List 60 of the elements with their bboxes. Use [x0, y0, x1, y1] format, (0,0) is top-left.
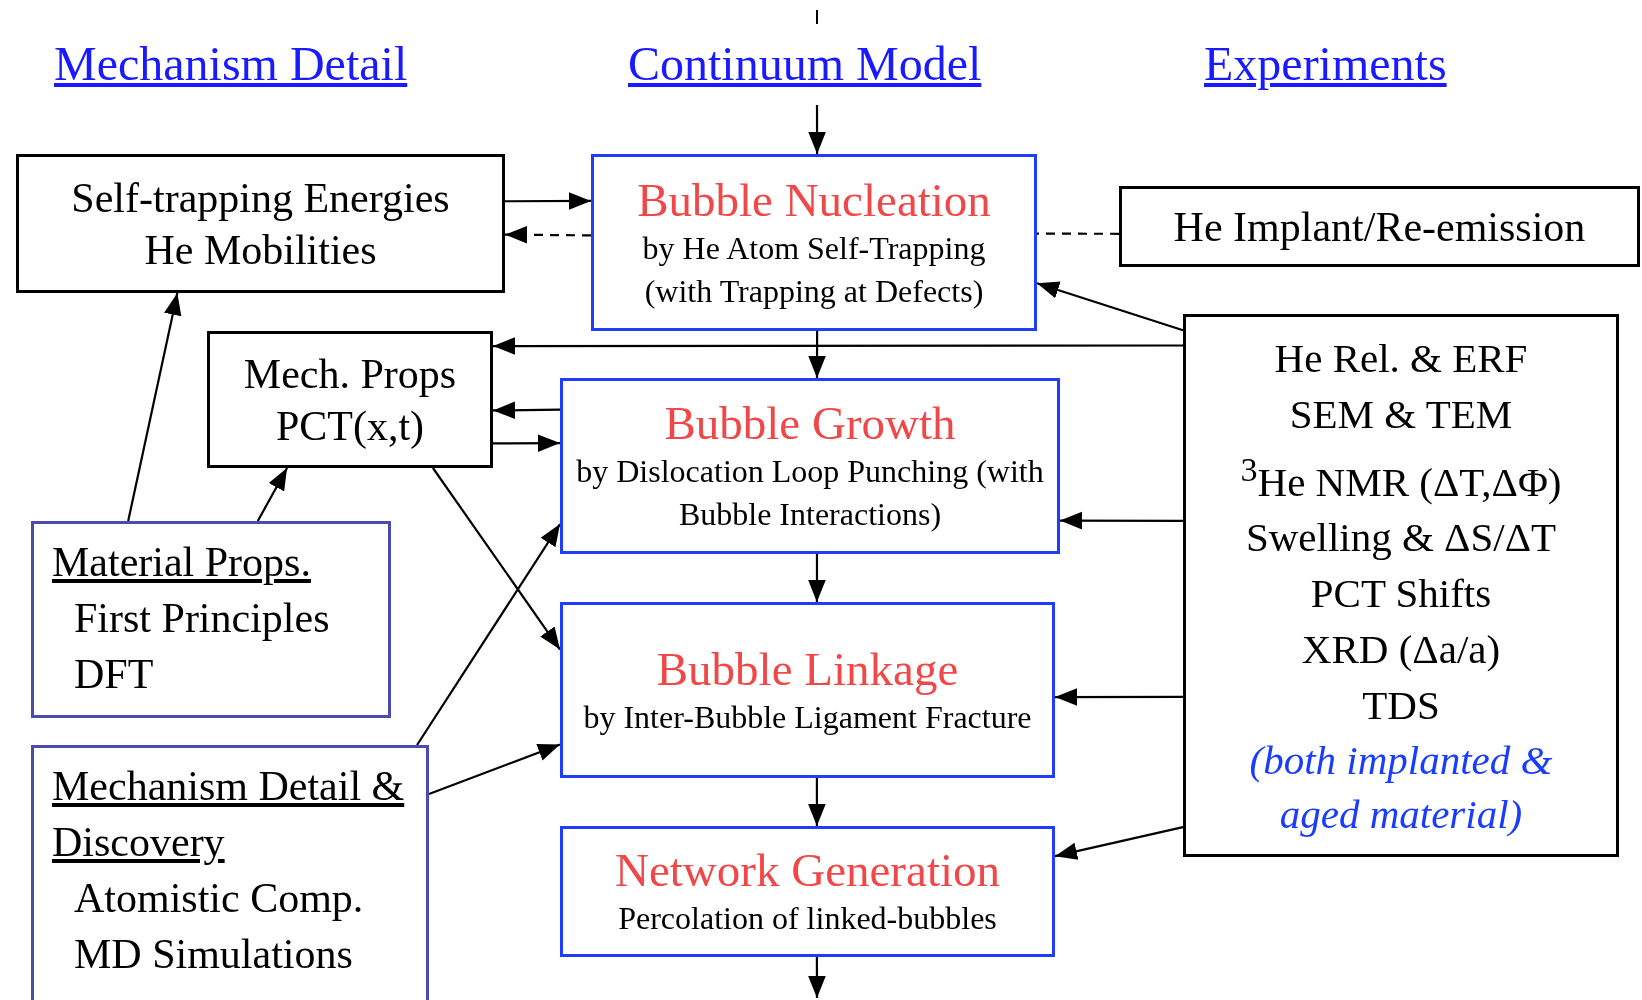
box-description: by Dislocation Loop Punching (with Bubble Interactions): [575, 452, 1045, 534]
box-text: DFT: [73, 650, 154, 699]
text-box: [1119, 186, 1640, 267]
column-heading: Mechanism Detail: [54, 36, 408, 91]
box-description: by Inter-Bubble Ligament Fracture: [582, 697, 1033, 737]
arrow: [808, 957, 826, 998]
box-text: MD Simulations: [73, 930, 353, 979]
text-box: [207, 331, 493, 468]
box-text: Self-trapping Energies: [71, 173, 450, 223]
method-box: [31, 745, 429, 1000]
process-box: [560, 602, 1055, 778]
arrow: [808, 331, 826, 378]
arrow: [493, 337, 1183, 355]
method-box: [31, 521, 391, 718]
box-text: Atomistic Comp.: [73, 874, 364, 923]
box-text: XRD (Δa/a): [1301, 625, 1501, 675]
arrow: [127, 292, 182, 522]
arrow: [808, 778, 826, 826]
box-text: (both implanted & aged material): [1248, 736, 1554, 840]
process-box: [591, 154, 1037, 331]
box-description: by He Atom Self-Trapping (with Trapping at Defects): [641, 228, 987, 311]
box-text: First Principles: [73, 594, 330, 643]
arrow: [1055, 688, 1183, 706]
box-text: PCT(x,t): [275, 401, 425, 451]
arrow: [1060, 511, 1183, 530]
arrow: [505, 192, 591, 210]
arrow: [428, 743, 561, 796]
connector-line: [1037, 232, 1119, 235]
box-text: PCT Shifts: [1310, 569, 1492, 619]
box-text: TDS: [1362, 681, 1440, 731]
process-box: [560, 826, 1055, 957]
arrow: [808, 554, 826, 602]
text-box: [16, 154, 505, 293]
box-title: Network Generation: [615, 843, 1000, 897]
text-box: [1183, 314, 1619, 857]
column-heading: Experiments: [1204, 36, 1447, 91]
box-text: He Rel. & ERF: [1274, 333, 1528, 383]
box-text: He Implant/Re-emission: [1173, 202, 1586, 252]
arrow: [493, 401, 560, 419]
box-title: Bubble Linkage: [656, 641, 959, 696]
section-heading: Mechanism Detail & Discovery: [52, 762, 406, 867]
process-box: [560, 378, 1060, 554]
arrow: [505, 226, 591, 244]
arrow: [416, 523, 561, 746]
arrow: [1036, 281, 1184, 332]
box-text: Swelling & ΔS/ΔT: [1245, 513, 1557, 563]
arrow: [493, 434, 560, 452]
column-heading: Continuum Model: [628, 36, 982, 91]
box-text: Mech. Props: [243, 349, 457, 399]
box-text: $^{3}$He NMR (ΔT,ΔΦ): [1240, 449, 1562, 507]
arrow: [808, 105, 826, 154]
box-description: Percolation of linked-bubbles: [617, 899, 998, 938]
box-title: Bubble Growth: [664, 396, 956, 450]
arrow: [1054, 826, 1184, 860]
arrow: [256, 467, 289, 522]
box-title: Bubble Nucleation: [637, 172, 991, 227]
section-heading: Material Props.: [52, 538, 311, 587]
arrow: [432, 467, 561, 651]
box-text: SEM & TEM: [1289, 389, 1513, 439]
box-text: He Mobilities: [144, 225, 377, 275]
